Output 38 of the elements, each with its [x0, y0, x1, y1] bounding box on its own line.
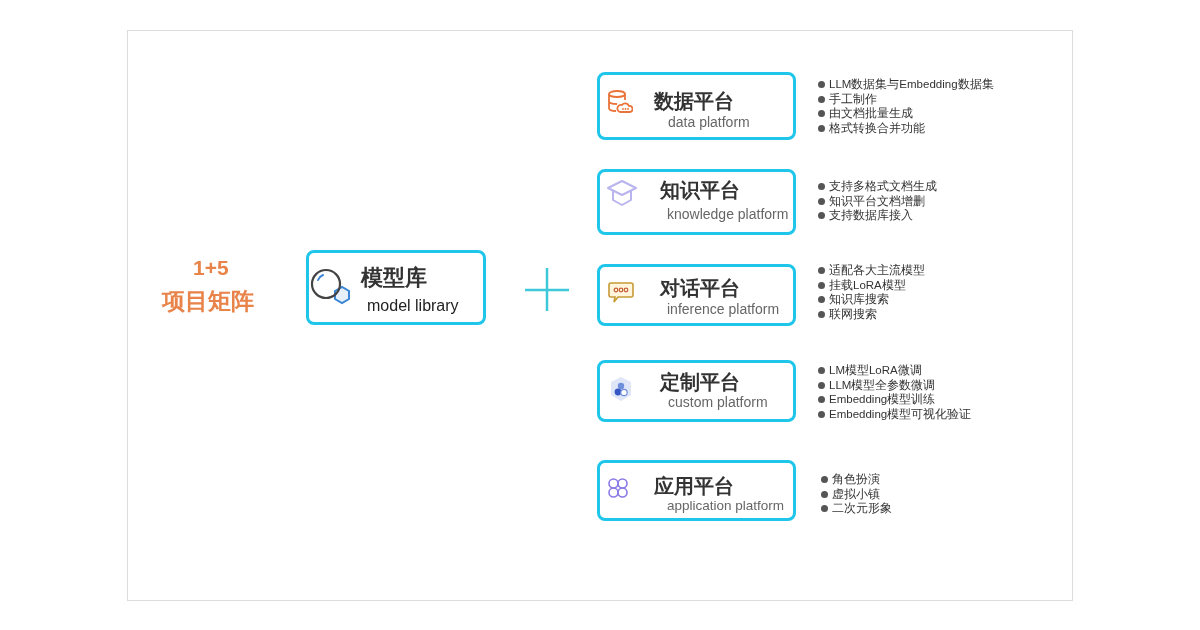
platform-title: 应用平台 — [654, 474, 734, 498]
bullet-item: 支持多格式文档生成 — [818, 179, 937, 194]
platform-title: 知识平台 — [660, 178, 740, 202]
platform-subtitle: data platform — [668, 114, 750, 131]
bullet-item: 虚拟小镇 — [821, 486, 880, 501]
platform-title: 数据平台 — [654, 89, 734, 113]
bullet-item: 知识平台文档增删 — [818, 193, 925, 208]
platform-box — [597, 360, 796, 422]
bullet-item: LLM模型全参数微调 — [818, 377, 936, 392]
bullet-item: 知识库搜索 — [818, 292, 889, 307]
matrix-heading: 项目矩阵 — [162, 288, 254, 316]
bullet-item: 格式转换合并功能 — [818, 120, 925, 135]
platform-box — [597, 169, 796, 235]
matrix-heading: 1+5 — [193, 255, 229, 281]
bullet-item: Embedding模型训练 — [818, 392, 936, 407]
platform-title: 模型库 — [361, 265, 427, 292]
bullet-item: 联网搜索 — [818, 306, 877, 321]
bullet-item: 角色扮演 — [821, 472, 880, 487]
platform-box — [597, 264, 796, 326]
bullet-item: 由文档批量生成 — [818, 106, 913, 121]
bullet-item: 二次元形象 — [821, 501, 892, 516]
platform-title: 对话平台 — [660, 276, 740, 300]
platform-box — [597, 72, 796, 140]
bullet-item: 支持数据库接入 — [818, 208, 913, 223]
bullet-item: Embedding模型可视化验证 — [818, 406, 972, 421]
bullet-item: 挂载LoRA模型 — [818, 277, 906, 292]
platform-title: 定制平台 — [660, 370, 740, 394]
bullet-item: LLM数据集与Embedding数据集 — [818, 77, 994, 92]
platform-subtitle: application platform — [667, 498, 785, 515]
platform-box — [597, 460, 796, 521]
platform-subtitle: custom platform — [668, 394, 768, 411]
platform-subtitle: knowledge platform — [667, 206, 789, 223]
bullet-item: 适配各大主流模型 — [818, 263, 925, 278]
platform-subtitle: inference platform — [667, 301, 780, 318]
bullet-item: LM模型LoRA微调 — [818, 363, 922, 378]
bullet-item: 手工制作 — [818, 91, 877, 106]
platform-subtitle: model library — [367, 296, 459, 316]
platform-box — [306, 250, 486, 325]
